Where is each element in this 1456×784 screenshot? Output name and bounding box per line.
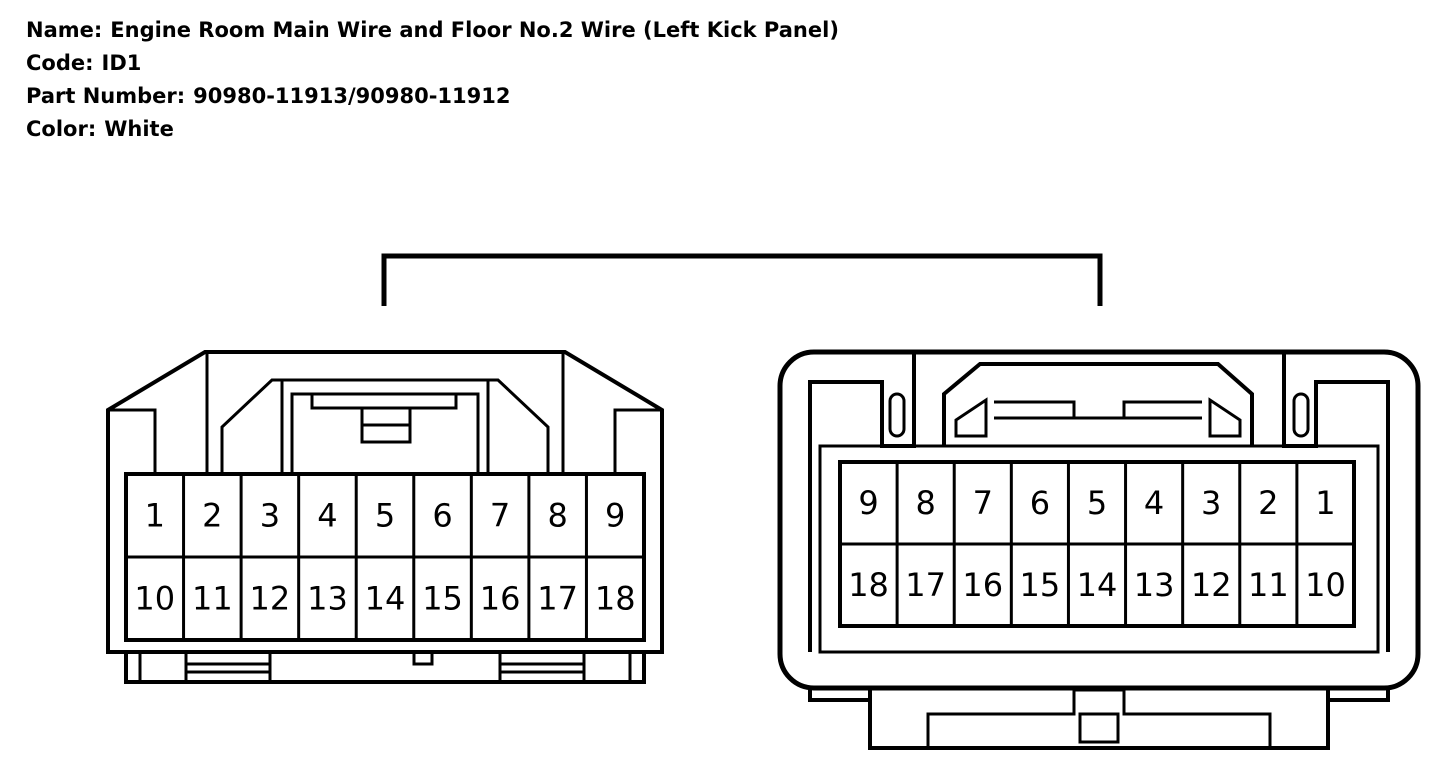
right-pin-18: 18 <box>848 566 889 604</box>
left-lock-slot <box>310 392 458 410</box>
right-lock-rail <box>994 400 1202 420</box>
right-pin-11: 11 <box>1248 566 1289 604</box>
right-key-slot-r <box>1292 392 1310 438</box>
left-pin-2: 2 <box>202 497 222 535</box>
right-pin-1: 1 <box>1315 484 1335 522</box>
connector-info: Name: Engine Room Main Wire and Floor No.… <box>26 14 839 146</box>
left-corner-step-r <box>613 408 662 474</box>
right-lock-tab-r <box>1208 397 1242 438</box>
right-bottom-step-l <box>808 688 870 702</box>
part-number-label: Part Number: <box>26 84 186 108</box>
name-label: Name: <box>26 18 103 42</box>
left-lock-body <box>290 392 480 476</box>
left-pin-10: 10 <box>134 580 175 618</box>
part-number-value: 90980-11913/90980-11912 <box>193 84 511 108</box>
left-pin-9: 9 <box>605 497 625 535</box>
right-pin-16: 16 <box>962 566 1003 604</box>
right-pin-14: 14 <box>1077 566 1118 604</box>
right-inner-wall-l <box>808 352 916 652</box>
left-pin-16: 16 <box>480 580 521 618</box>
left-pin-1: 1 <box>145 497 165 535</box>
code-label: Code: <box>26 51 94 75</box>
right-pin-13: 13 <box>1134 566 1175 604</box>
right-key-slot-l <box>888 392 906 438</box>
left-rail-ends <box>138 652 632 682</box>
right-bottom-latch-key <box>1078 712 1120 744</box>
left-pin-14: 14 <box>365 580 406 618</box>
right-lock-outline <box>942 362 1254 446</box>
right-pin-6: 6 <box>1030 484 1050 522</box>
code-row: Code: ID1 <box>26 47 839 80</box>
left-corner-step-l <box>108 408 157 474</box>
left-pin-17: 17 <box>537 580 578 618</box>
left-rail-slot-a <box>184 650 272 666</box>
right-pin-15: 15 <box>1020 566 1061 604</box>
right-bottom-step-r <box>1328 688 1390 702</box>
right-pin-4: 4 <box>1144 484 1164 522</box>
left-pin-7: 7 <box>490 497 510 535</box>
left-pin-12: 12 <box>250 580 291 618</box>
right-pin-grid-lines <box>840 462 1354 626</box>
right-pin-12: 12 <box>1191 566 1232 604</box>
left-bottom-rail <box>124 650 646 684</box>
left-side-guides <box>205 352 565 474</box>
right-pin-3: 3 <box>1201 484 1221 522</box>
right-pin-7: 7 <box>973 484 993 522</box>
left-rail-notch <box>412 650 434 666</box>
left-pin-6: 6 <box>432 497 452 535</box>
right-pin-2: 2 <box>1258 484 1278 522</box>
left-pin-8: 8 <box>547 497 567 535</box>
name-value: Engine Room Main Wire and Floor No.2 Wir… <box>110 18 839 42</box>
color-row: Color: White <box>26 113 839 146</box>
left-rail-slot-a-inner <box>184 664 272 682</box>
name-row: Name: Engine Room Main Wire and Floor No.… <box>26 14 839 47</box>
right-pin-8: 8 <box>915 484 935 522</box>
color-label: Color: <box>26 117 97 141</box>
right-pin-9: 9 <box>858 484 878 522</box>
right-pin-10: 10 <box>1305 566 1346 604</box>
left-pin-15: 15 <box>422 580 463 618</box>
left-pin-5: 5 <box>375 497 395 535</box>
right-bottom-housing <box>868 688 1330 750</box>
right-inner-frame <box>818 444 1380 654</box>
part-number-row: Part Number: 90980-11913/90980-11912 <box>26 80 839 113</box>
left-rail-slot-b-inner <box>498 664 586 682</box>
left-pin-3: 3 <box>260 497 280 535</box>
mating-bracket <box>381 253 1103 306</box>
right-housing-outline <box>777 349 1421 691</box>
right-pin-17: 17 <box>905 566 946 604</box>
left-rail-slot-b <box>498 650 586 666</box>
right-inner-wall-r <box>1282 352 1390 652</box>
color-value: White <box>104 117 174 141</box>
left-pin-13: 13 <box>307 580 348 618</box>
left-pin-11: 11 <box>192 580 233 618</box>
left-pin-grid-lines <box>126 474 644 640</box>
right-bottom-latch <box>926 688 1272 748</box>
code-value: ID1 <box>101 51 142 75</box>
left-pin-18: 18 <box>595 580 636 618</box>
left-pin-4: 4 <box>317 497 337 535</box>
right-lock-tab-l <box>954 397 988 438</box>
right-pin-5: 5 <box>1087 484 1107 522</box>
